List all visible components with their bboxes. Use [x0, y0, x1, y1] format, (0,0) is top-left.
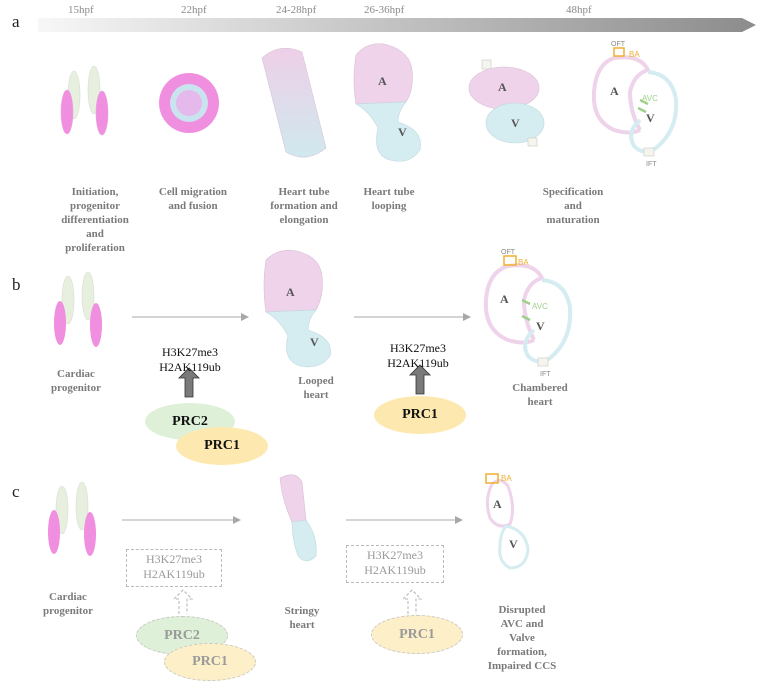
prc1-ellipse-c1: PRC1	[164, 643, 256, 681]
stringy-heart-label: Stringy heart	[284, 605, 320, 631]
avc-label-b: AVC	[532, 302, 548, 311]
atrium-label-a3: A	[610, 84, 619, 98]
atrium-label-a2: A	[498, 80, 507, 94]
prc1-label-b1: PRC1	[204, 438, 240, 453]
stage-specification: Specification and maturation	[542, 186, 604, 226]
panel-letter-b: b	[12, 275, 21, 294]
ba-label-c: BA	[501, 474, 512, 483]
stage-tube-formation: Heart tube formation and elongation	[270, 186, 338, 226]
oft-label-b: OFT	[501, 249, 515, 256]
progenitor-cells-b	[54, 271, 102, 347]
timeline-label-15hpf: 15hpf	[68, 4, 94, 16]
stage-looping: Heart tube looping	[363, 186, 415, 212]
ift-label-b: IFT	[540, 371, 551, 378]
prc1-label-c2: PRC1	[399, 626, 435, 642]
disrupted-heart-label: Disrupted AVC and Valve formation, Impai…	[487, 604, 557, 672]
progenitor-cells-c	[48, 481, 96, 556]
panel-letter-a: a	[12, 12, 20, 31]
separated-chambers	[468, 59, 545, 147]
chambered-heart-label: Chambered heart	[512, 382, 568, 408]
up-arrow-dashed-c1	[172, 589, 194, 614]
timeline-label-48hpf: 48hpf	[566, 4, 592, 16]
looped-heart-b	[263, 249, 331, 368]
cardiac-progenitor-label-b: Cardiac progenitor	[51, 368, 101, 394]
ventricle-label-c: V	[509, 537, 518, 551]
ventricle-label-a2: V	[511, 116, 520, 130]
ventricle-label-b1: V	[310, 335, 319, 349]
prc1-ellipse-c2: PRC1	[371, 615, 463, 654]
timeline-label-22hpf: 22hpf	[181, 4, 207, 16]
prc2-label-c: PRC2	[164, 627, 200, 643]
atrium-label-a1: A	[378, 74, 387, 88]
heart-disc	[159, 73, 219, 133]
histone-marks-box-c2: H3K27me3 H2AK119ub	[346, 545, 444, 583]
panel-letter-c: c	[12, 482, 20, 501]
disrupted-heart	[485, 473, 530, 570]
heart-tube	[261, 47, 327, 158]
prc2-label-b: PRC2	[172, 413, 208, 429]
mature-heart-a	[591, 47, 679, 157]
oft-label-a: OFT	[611, 41, 625, 48]
looping-heart-a	[353, 43, 421, 162]
prc1-ellipse-b1: PRC1	[176, 427, 268, 465]
ba-label-a: BA	[629, 50, 640, 59]
avc-label-a: AVC	[642, 94, 658, 103]
progenitor-cells-a	[60, 65, 109, 136]
ventricle-label-b2: V	[536, 319, 545, 333]
ventricle-label-a1: V	[398, 125, 407, 139]
atrium-label-b1: A	[286, 285, 295, 299]
up-arrow-b1	[178, 367, 200, 398]
stringy-heart	[279, 474, 317, 562]
prc1-ellipse-b2: PRC1	[374, 396, 466, 434]
ift-label-a: IFT	[646, 161, 657, 168]
stage-initiation: Initiation, progenitor differentiation a…	[61, 186, 129, 254]
stage-migration: Cell migration and fusion	[158, 186, 228, 212]
timeline-label-24-28hpf: 24-28hpf	[276, 4, 317, 16]
ba-label-b: BA	[518, 258, 529, 267]
ventricle-label-a3: V	[646, 111, 655, 125]
histone-marks-c1: H3K27me3 H2AK119ub	[143, 552, 205, 581]
up-arrow-dashed-c2	[401, 589, 423, 614]
chambered-heart-b	[483, 255, 573, 367]
histone-marks-box-c1: H3K27me3 H2AK119ub	[126, 549, 222, 587]
timeline-label-26-36hpf: 26-36hpf	[364, 4, 405, 16]
timeline-arrow	[38, 18, 756, 32]
cardiac-progenitor-label-c: Cardiac progenitor	[43, 591, 93, 617]
prc1-label-b2: PRC1	[402, 407, 438, 422]
histone-marks-b2: H3K27me3 H2AK119ub	[387, 341, 449, 370]
atrium-label-b2: A	[500, 292, 509, 306]
histone-marks-b1: H3K27me3 H2AK119ub	[159, 345, 221, 374]
looped-heart-label: Looped heart	[298, 375, 334, 401]
histone-marks-c2: H3K27me3 H2AK119ub	[364, 548, 426, 577]
prc1-label-c1: PRC1	[192, 654, 228, 669]
atrium-label-c: A	[493, 497, 502, 511]
up-arrow-b2	[409, 364, 431, 395]
